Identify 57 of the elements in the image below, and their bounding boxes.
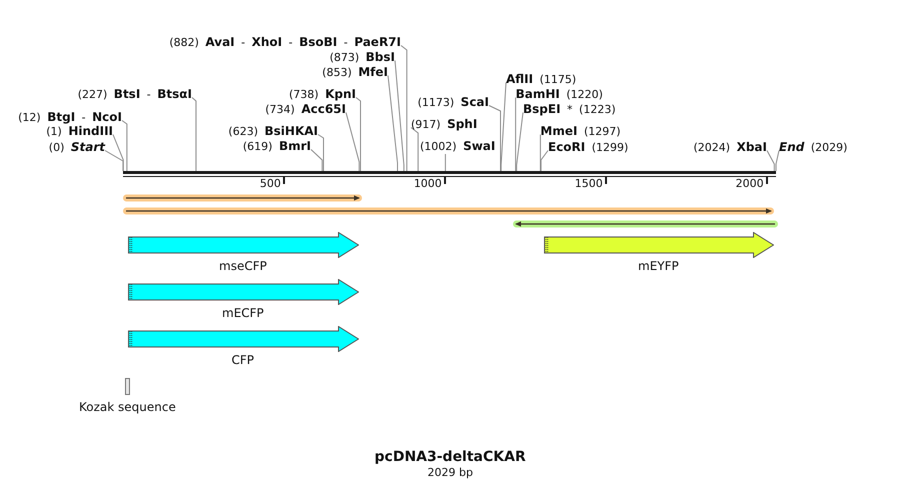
- map-length-caption: 2029 bp: [428, 466, 473, 478]
- scale-label: 2000: [736, 177, 764, 190]
- leader-line: [346, 112, 360, 172]
- enzyme-site-label: AflII (1175): [506, 72, 576, 87]
- leader-line: [192, 97, 196, 172]
- enzyme-site-label: (1) HindIII: [46, 124, 113, 139]
- leader-line: [356, 97, 361, 172]
- leader-line: [104, 150, 124, 172]
- map-title: pcDNA3-deltaCKAR: [374, 448, 526, 466]
- leader-line: [488, 105, 501, 172]
- enzyme-site-label: (917) SphI: [411, 117, 478, 132]
- leader-line: [410, 127, 419, 172]
- feature-label: mECFP: [222, 306, 264, 320]
- feature-label: mEYFP: [638, 259, 679, 273]
- feature-label: mseCFP: [219, 259, 267, 273]
- leader-line: [318, 134, 324, 172]
- enzyme-site-label: (1002) SwaI: [420, 139, 496, 154]
- enzyme-site-label: MmeI (1297): [540, 124, 621, 139]
- enzyme-site-label: (882) AvaI - XhoI - BsoBI - PaeR7I: [169, 35, 401, 50]
- scale-label: 1500: [574, 177, 603, 190]
- scale-label: 1000: [414, 177, 442, 190]
- leader-line: [310, 149, 323, 172]
- leader-line: [444, 154, 446, 172]
- leader-line: [515, 97, 516, 172]
- enzyme-site-label: (738) KpnI: [289, 87, 356, 102]
- leader-line: [394, 60, 404, 172]
- leader-line: [500, 82, 506, 172]
- feature-label: CFP: [232, 353, 254, 367]
- leader-line: [540, 150, 548, 172]
- primer-strip: [513, 220, 778, 228]
- enzyme-site-label: (1173) ScaI: [418, 95, 489, 110]
- enzyme-site-label: End (2029): [779, 140, 848, 155]
- enzyme-site-label: (227) BtsI - BtsαI: [78, 87, 192, 102]
- enzyme-site-label: (2024) XbaI: [694, 140, 767, 155]
- scale-label: 500: [260, 177, 281, 190]
- primer-strip: [123, 206, 774, 214]
- leader-line: [112, 134, 124, 172]
- feature-label: Kozak sequence: [79, 400, 176, 414]
- leader-line: [516, 112, 524, 172]
- enzyme-site-label: (0) Start: [48, 140, 105, 155]
- enzyme-site-label: (873) BbsI: [330, 50, 395, 65]
- enzyme-site-label: BamHI (1220): [516, 87, 603, 102]
- enzyme-site-label: BspEI* (1223): [523, 102, 616, 117]
- leader-line: [766, 150, 775, 172]
- enzyme-site-label: (734) Acc65I: [265, 102, 346, 117]
- leader-line: [388, 75, 398, 172]
- leader-line: [122, 120, 128, 172]
- dna-backbone: [123, 171, 776, 177]
- leader-line: [776, 150, 780, 172]
- enzyme-site-label: EcoRI (1299): [548, 140, 628, 155]
- enzyme-site-label: (853) MfeI: [322, 65, 388, 80]
- primer-strip: [123, 194, 362, 202]
- enzyme-site-label: (623) BsiHKAI: [228, 124, 318, 139]
- enzyme-site-label: (619) BmrI: [242, 139, 311, 154]
- enzyme-site-label: (12) BtgI - NcoI: [18, 110, 122, 125]
- leader-line: [540, 134, 541, 172]
- leader-line: [400, 45, 408, 172]
